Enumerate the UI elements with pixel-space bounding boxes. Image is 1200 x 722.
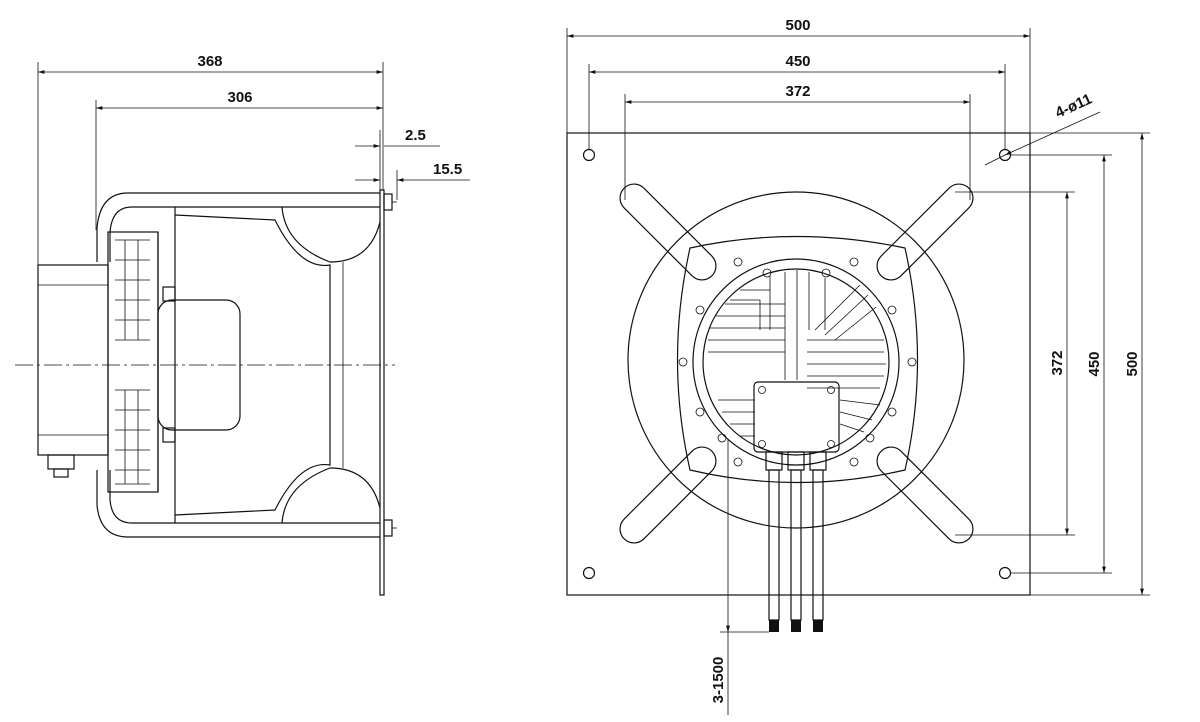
dim-label-500-horizontal: 500 <box>785 17 810 34</box>
front-motor-fins <box>708 270 886 437</box>
front-support-plate <box>676 235 919 484</box>
dim-label-cable: 3-1500 <box>710 657 727 704</box>
front-cables <box>768 469 824 632</box>
side-bracket-top <box>96 192 380 262</box>
side-bolt-top <box>383 193 397 211</box>
side-bracket-top-inner <box>109 206 380 262</box>
front-bracket-top-right <box>876 183 974 281</box>
side-cable-gland <box>47 454 75 470</box>
front-mounting-plate <box>566 132 1031 596</box>
front-bracket-top-left <box>619 183 717 281</box>
side-rotor-fins <box>107 231 159 493</box>
dim-label-450-horizontal: 450 <box>785 53 810 70</box>
dim-label-500-vertical: 500 <box>1124 351 1141 376</box>
dim-label-2-5: 2.5 <box>405 127 426 144</box>
front-dimensions: 500 450 372 4-ø11 372 450 500 <box>566 17 1150 715</box>
side-fin-lines <box>115 239 150 485</box>
side-motor-body <box>37 264 109 456</box>
hole-callout-leader <box>1004 111 1101 156</box>
side-bracket-bottom <box>96 470 380 538</box>
dim-label-372-horizontal: 372 <box>785 83 810 100</box>
front-terminal-box <box>753 381 840 453</box>
front-motor-outer <box>692 258 900 466</box>
side-bracket-bottom-inner <box>109 470 380 524</box>
dim-label-306: 306 <box>227 89 252 106</box>
side-dimensions: 368 306 2.5 15.5 <box>37 53 470 265</box>
side-mounting-plate <box>379 189 385 596</box>
front-bracket-bottom-right <box>876 446 974 544</box>
front-bracket-bottom-left <box>619 446 717 544</box>
front-inlet-ring <box>627 191 965 529</box>
mounting-hole-bottom-left <box>582 566 596 580</box>
mounting-hole-bottom-right <box>998 566 1012 580</box>
side-hub-bolt-top <box>162 286 176 302</box>
front-view <box>566 132 1031 632</box>
dim-label-450-vertical: 450 <box>1086 351 1103 376</box>
dim-label-15-5: 15.5 <box>433 161 462 178</box>
mounting-hole-top-left <box>582 148 596 162</box>
front-motor-inner <box>702 268 890 456</box>
dim-label-368: 368 <box>197 53 222 70</box>
front-motor-bolt-holes <box>678 257 917 467</box>
side-inlet-cone-bottom <box>281 467 381 524</box>
side-view <box>15 189 397 596</box>
side-bolt-bottom <box>383 519 397 537</box>
side-inlet-cone-top <box>281 206 381 263</box>
side-hub <box>157 299 241 431</box>
dim-label-372-vertical: 372 <box>1049 350 1066 375</box>
